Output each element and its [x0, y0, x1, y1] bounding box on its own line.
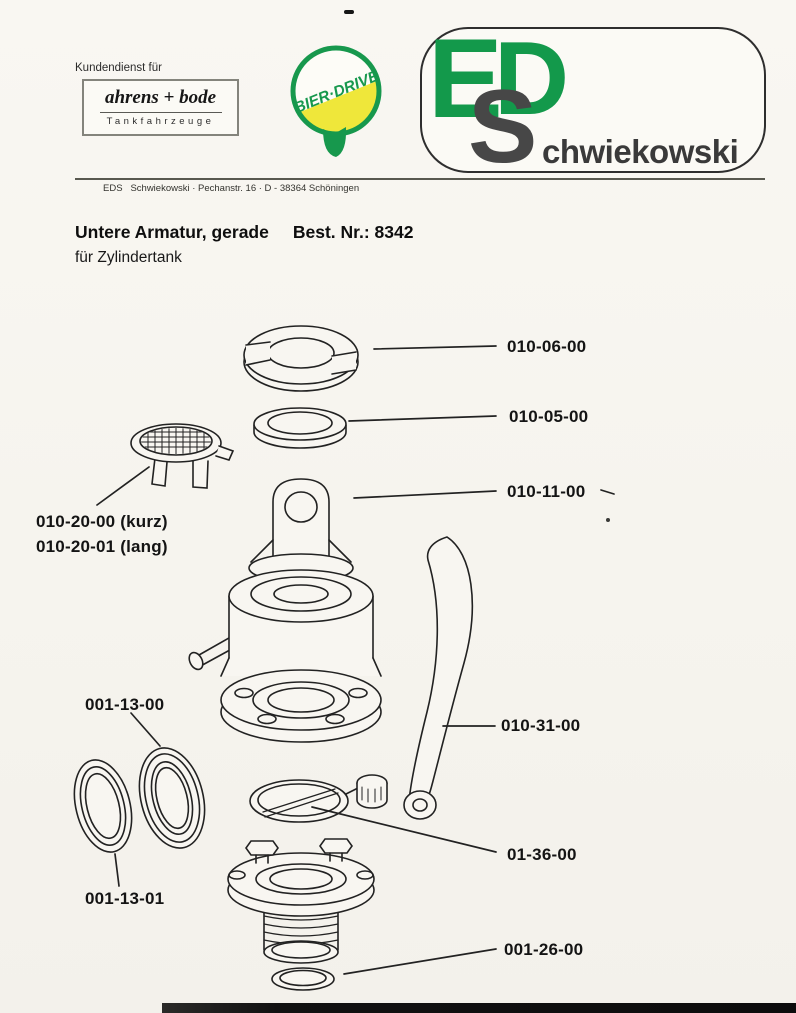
part-label-001-13-00: 001-13-00 [85, 695, 165, 714]
scan-artifact-top [344, 10, 354, 14]
ahrens-bode-divider [99, 112, 222, 113]
page-subtitle: für Zylindertank [75, 249, 182, 266]
leader-001-26-00 [343, 948, 497, 975]
lever-drawing [403, 536, 474, 820]
part-label-001-13-01: 001-13-01 [85, 889, 165, 908]
flange-tab-drawing [248, 478, 354, 583]
ahrens-bode-subtitle: Tankfahrzeuge [106, 116, 215, 127]
page-title: Untere Armatur, gerade [75, 222, 269, 242]
eds-letter-e: E [428, 16, 503, 141]
bier-drive-logo-graphic: BIER·DRIVE [290, 45, 382, 157]
order-number: Best. Nr.: 8342 [292, 222, 414, 242]
leader-010-06-00 [373, 345, 497, 350]
leader-001-13-01 [114, 853, 120, 887]
leader-dash-artifact [600, 489, 615, 495]
leader-010-11-00 [353, 490, 497, 499]
bier-drive-logo: BIER·DRIVE [283, 40, 389, 164]
part-label-010-11-00: 010-11-00 [507, 482, 586, 501]
document-title-row: Untere Armatur, gerade Best. Nr.: 8342 [75, 222, 413, 243]
company-address: EDS Schwiekowski · Pechanstr. 16 · D - 3… [103, 183, 360, 194]
part-label-010-20-00-kurz: 010-20-00 (kurz) [36, 512, 168, 531]
part-label-010-05-00: 010-05-00 [509, 407, 589, 426]
leader-010-05-00 [348, 415, 497, 422]
ahrens-bode-logo: ahrens + bode Tankfahrzeuge [82, 79, 239, 136]
bier-drive-ring [290, 45, 382, 137]
part-label-010-20-01-lang: 010-20-01 (lang) [36, 537, 168, 556]
eds-name-rest: chwiekowski [542, 133, 739, 170]
leader-001-13-00 [130, 712, 161, 747]
bottom-flange-drawing [227, 838, 375, 964]
eds-letter-s: S [468, 69, 538, 185]
leader-010-20-00 [96, 466, 150, 506]
eds-letter-d: D [494, 21, 570, 137]
part-label-010-06-00: 010-06-00 [507, 337, 587, 356]
valve-body-drawing [188, 569, 382, 743]
scan-edge-bar [162, 1003, 796, 1013]
gasket-drawing [253, 407, 347, 449]
strainer-drawing [130, 423, 235, 489]
clamp-ring-drawing [243, 325, 359, 392]
valve-disc-drawing [249, 779, 361, 823]
leader-01-36-00 [311, 806, 497, 853]
clamp-nut-drawing [356, 774, 388, 809]
part-label-01-36-00: 01-36-00 [507, 845, 577, 864]
service-label: Kundendienst für [75, 62, 162, 74]
gasket-ring-left-drawing [73, 759, 133, 853]
hex-bolt-right-drawing [319, 838, 353, 862]
part-label-001-26-00: 001-26-00 [504, 940, 584, 959]
eds-schwiekowski-logo: E D S chwiekowski [420, 21, 766, 179]
header-divider [75, 178, 765, 180]
part-label-010-31-00: 010-31-00 [501, 716, 581, 735]
o-ring-drawing [271, 967, 335, 991]
leader-lines [96, 345, 615, 975]
hex-bolt-left-drawing [245, 840, 279, 864]
grooved-ring-right-drawing [138, 747, 206, 849]
scan-artifact-right [606, 518, 610, 522]
ahrens-bode-name: ahrens + bode [104, 87, 217, 108]
